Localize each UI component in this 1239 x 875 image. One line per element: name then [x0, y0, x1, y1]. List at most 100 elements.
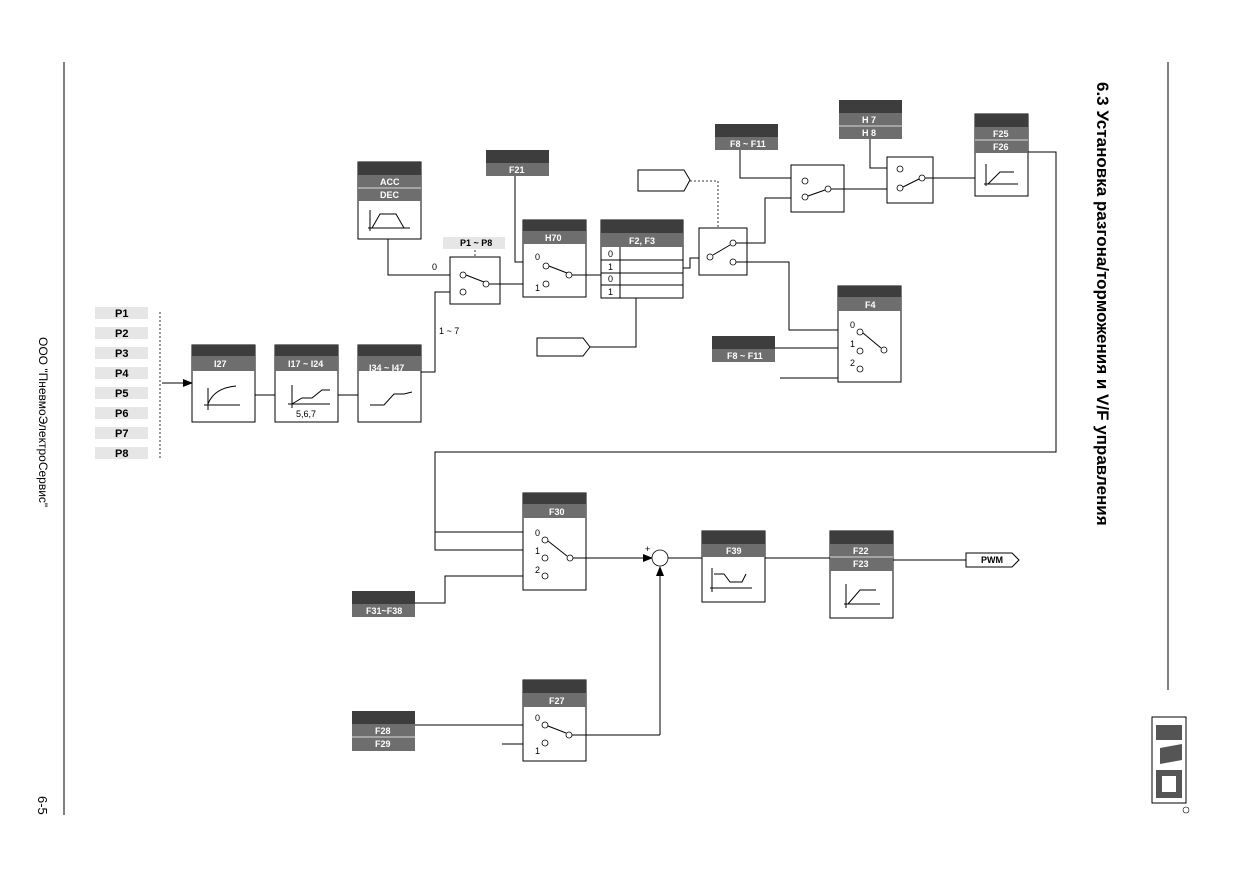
switch-pos: 1 [850, 339, 855, 349]
input-label: P3 [115, 348, 128, 360]
switch-block-2 [886, 156, 934, 204]
input-bg [95, 307, 148, 319]
block-h70: H70 0 1 [522, 219, 587, 298]
selector-switch [698, 227, 748, 276]
block-i27: I27 [191, 344, 256, 423]
block-label: F4 [865, 300, 876, 310]
param-label: F28 [375, 726, 391, 736]
switch-pos: 0 [850, 320, 855, 330]
param-label: F21 [509, 165, 525, 175]
wire [586, 298, 637, 348]
block-label: ACC [380, 177, 400, 187]
block-label: F25 [993, 129, 1009, 139]
block-label: H70 [545, 233, 562, 243]
pwm-tag [965, 552, 1020, 568]
block-f4: F4 0 1 2 [837, 285, 902, 383]
param-f31-f38: F31~F38 [352, 591, 415, 617]
input-label: P6 [115, 408, 128, 420]
param-label: F8 ~ F11 [730, 139, 766, 149]
switch-pos: 1 [535, 546, 540, 556]
input-label: P7 [115, 428, 128, 440]
block-note: 5,6,7 [296, 409, 316, 419]
page-title: 6.3 Установка разгона/торможения и V/F у… [1093, 82, 1112, 526]
summing-junction [651, 549, 669, 567]
feedback-wire [434, 151, 1057, 551]
ramp-icon [984, 164, 1018, 186]
wire-label: 1 ~ 7 [439, 326, 459, 336]
block-label: F27 [549, 696, 565, 706]
input-label: P4 [115, 368, 129, 380]
dip-icon [710, 568, 752, 592]
param-h7-h8: H 7 H 8 [839, 100, 902, 139]
page-number: 6-5 [35, 796, 50, 815]
block-label: DEC [380, 190, 400, 200]
selector-p1-p8: P1 ~ P8 [443, 237, 505, 305]
block-f22-f23: F22 F23 [829, 530, 894, 619]
block-label: F26 [993, 142, 1009, 152]
param-label: H 7 [862, 115, 876, 125]
switch-pos: 0 [535, 252, 540, 262]
table-cell: 0 [608, 274, 613, 284]
table-f2-f3: F2, F3 0 1 0 1 [600, 219, 684, 299]
pwm-label: PWM [981, 555, 1003, 565]
input-label: P1 [115, 308, 128, 320]
block-label: I27 [214, 359, 227, 369]
switch-pos: 2 [850, 358, 855, 368]
selector-label: P1 ~ P8 [460, 238, 492, 248]
input-list: P1 P2 P3 P4 P5 P6 P7 P8 [95, 307, 161, 460]
switch-pos: 0 [535, 528, 540, 538]
ramp-icon [288, 385, 330, 408]
block-label: F23 [853, 559, 869, 569]
block-label: I17 ~ I24 [288, 359, 323, 369]
switch-pos: 0 [535, 713, 540, 723]
block-label: I34 ~ I47 [369, 363, 404, 373]
wire [387, 239, 458, 276]
curve-icon [204, 385, 240, 410]
block-f30: F30 0 1 2 [522, 492, 587, 591]
wire [739, 150, 803, 179]
wire [421, 291, 458, 373]
param-f8-f11-bottom: F8 ~ F11 [712, 336, 775, 362]
param-label: F8 ~ F11 [727, 351, 763, 361]
table-cell: 1 [608, 262, 613, 272]
block-i34-i47: I34 ~ I47 [357, 344, 422, 423]
switch-pos: 2 [535, 565, 540, 575]
param-label: F31~F38 [366, 606, 402, 616]
table-cell: 0 [608, 249, 613, 259]
table-label: F2, F3 [629, 236, 655, 246]
wire [736, 197, 791, 244]
block-label: F30 [549, 507, 565, 517]
param-label: H 8 [862, 128, 876, 138]
block-label: F22 [853, 546, 869, 556]
block-f39: F39 [701, 530, 766, 603]
output-tag [536, 337, 591, 357]
trapezoid-icon [368, 210, 410, 231]
block-f25-f26: F25 F26 [974, 113, 1029, 197]
switch-pos: 1 [535, 283, 540, 293]
input-bg [95, 367, 148, 379]
input-label: P5 [115, 388, 128, 400]
input-bg [95, 407, 148, 419]
input-bg [95, 387, 148, 399]
block-i17-i24: I17 ~ I24 5,6,7 [274, 344, 339, 423]
input-bg [95, 427, 148, 439]
company-name: ООО "ПневмоЭлектроСервис" [36, 337, 50, 508]
param-f8-f11-top: F8 ~ F11 [715, 124, 778, 150]
sum-sign: + [645, 544, 650, 554]
param-f28-f29: F28 F29 [352, 711, 415, 751]
ramp-icon [844, 584, 880, 608]
ramp-icon [370, 391, 413, 406]
wire [415, 575, 523, 604]
switch-pos: 1 [535, 746, 540, 756]
wire-label: 0 [432, 262, 437, 272]
dashed-wire [690, 180, 719, 242]
block-acc-dec: ACC DEC [357, 161, 422, 240]
table-cell: 1 [608, 287, 613, 297]
input-bg [95, 447, 148, 459]
input-tag [637, 169, 691, 192]
input-label: P2 [115, 328, 128, 340]
input-bg [95, 347, 148, 359]
input-bg [95, 327, 148, 339]
block-label: F39 [726, 546, 742, 556]
